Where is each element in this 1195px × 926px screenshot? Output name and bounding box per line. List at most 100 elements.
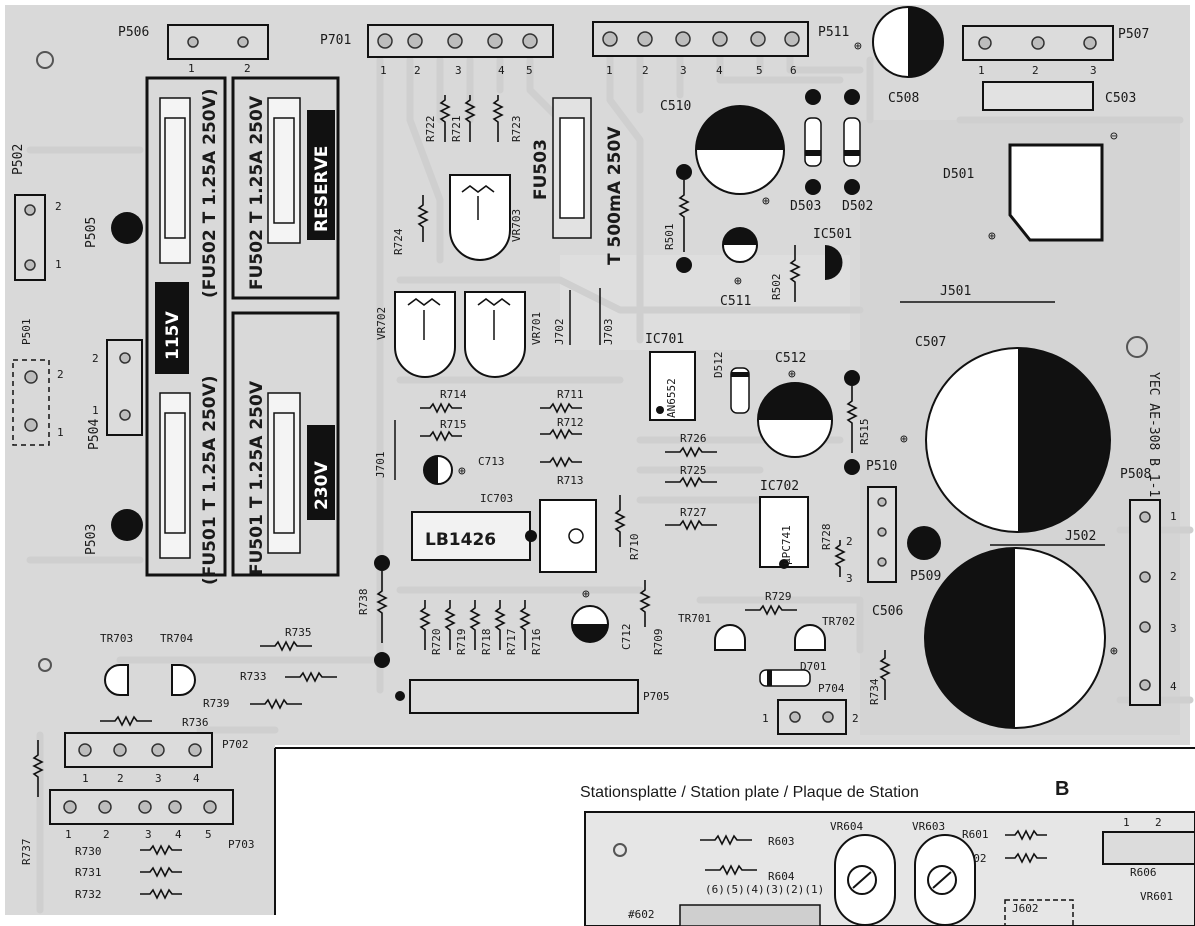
connector-p508: P508 1 2 3 4 — [1120, 467, 1177, 706]
svg-text:FU503: FU503 — [531, 139, 551, 200]
svg-text:R711: R711 — [557, 388, 584, 401]
svg-text:IC701: IC701 — [645, 332, 684, 347]
svg-text:#602: #602 — [628, 908, 655, 921]
svg-text:3: 3 — [1170, 622, 1177, 635]
svg-text:P506: P506 — [118, 25, 149, 40]
svg-text:⊕: ⊕ — [762, 194, 770, 209]
resistor-r737: R737 — [20, 740, 44, 865]
svg-text:3: 3 — [846, 572, 853, 585]
svg-text:C511: C511 — [720, 294, 751, 309]
svg-text:R734: R734 — [868, 678, 881, 705]
mounting-hole — [38, 658, 52, 672]
resistor-r738: R738 — [357, 555, 390, 668]
svg-text:R722: R722 — [424, 116, 437, 143]
svg-text:J702: J702 — [553, 319, 566, 346]
svg-text:4: 4 — [498, 64, 505, 77]
svg-text:IC703: IC703 — [480, 492, 513, 505]
svg-text:B: B — [1055, 778, 1069, 800]
diode-d701: D701 — [759, 660, 827, 687]
svg-text:C712: C712 — [620, 624, 633, 651]
capacitor-c510: C510 ⊕ — [660, 99, 785, 209]
svg-text:R739: R739 — [203, 697, 230, 710]
svg-text:R732: R732 — [75, 888, 102, 901]
fuse-block-left: 115V (FU502 T 1.25A 250V) (FU501 T 1.25A… — [145, 76, 227, 585]
svg-text:3: 3 — [145, 828, 152, 841]
svg-text:D512: D512 — [712, 352, 725, 379]
svg-text:J602: J602 — [1012, 902, 1039, 915]
svg-text:R603: R603 — [768, 835, 795, 848]
svg-text:⊕: ⊕ — [900, 432, 908, 447]
resistor-r710: R710 — [614, 495, 641, 560]
jumper-j702-j703: J702 J703 — [553, 288, 615, 345]
svg-text:P502: P502 — [11, 144, 26, 175]
svg-text:1: 1 — [978, 64, 985, 77]
mounting-hole — [1126, 336, 1148, 358]
resistor-r713: R713 — [540, 456, 584, 487]
pot-vr702: VR702 — [375, 291, 456, 378]
diode-d512: D512 — [712, 352, 750, 414]
svg-text:P504: P504 — [87, 419, 102, 450]
pad-p505: P505 — [84, 212, 143, 248]
svg-text:3: 3 — [1090, 64, 1097, 77]
svg-text:4: 4 — [1170, 680, 1177, 693]
svg-text:R515: R515 — [858, 419, 871, 446]
svg-text:P501: P501 — [20, 319, 33, 346]
svg-text:4: 4 — [193, 772, 200, 785]
capacitor-c507: C507 ⊕ — [900, 335, 1111, 533]
svg-text:P507: P507 — [1118, 27, 1149, 42]
svg-text:R712: R712 — [557, 416, 584, 429]
svg-text:4: 4 — [716, 64, 723, 77]
svg-text:IC702: IC702 — [760, 479, 799, 494]
resistor-group-r72x: R722 R721 R723 — [424, 95, 523, 142]
side-label: YEC AE-308 B 1-1 — [1146, 372, 1161, 497]
svg-text:2: 2 — [57, 368, 64, 381]
svg-text:R606: R606 — [1130, 866, 1157, 879]
svg-text:2: 2 — [1155, 816, 1162, 829]
connector-p501: P501 2 1 — [12, 319, 64, 446]
svg-text:1: 1 — [57, 426, 64, 439]
svg-text:6: 6 — [790, 64, 797, 77]
svg-text:R735: R735 — [285, 626, 312, 639]
svg-text:R731: R731 — [75, 866, 102, 879]
connector-p701: P701 1 2 3 4 5 — [320, 24, 554, 77]
svg-text:C508: C508 — [888, 91, 919, 106]
svg-text:⊖: ⊖ — [1110, 129, 1118, 144]
transistor-tr701: TR701 — [678, 612, 746, 651]
resistor-r728: R728 2 3 — [820, 524, 853, 586]
svg-text:VR702: VR702 — [375, 307, 388, 340]
svg-text:⊕: ⊕ — [734, 274, 742, 289]
svg-text:1: 1 — [55, 258, 62, 271]
resistor-r501: R501 — [663, 164, 692, 273]
resistor-r515: R515 — [844, 370, 871, 475]
svg-text:1: 1 — [1170, 510, 1177, 523]
diode-d502: D502 — [842, 89, 873, 214]
svg-text:P705: P705 — [643, 690, 670, 703]
connector-p702: P702 1 2 3 4 — [64, 732, 249, 785]
svg-text:IC501: IC501 — [813, 227, 852, 242]
svg-text:R716: R716 — [530, 629, 543, 656]
pad-p509: P509 — [907, 526, 941, 584]
svg-text:⊕: ⊕ — [988, 229, 996, 244]
capacitor-c512: C512 ⊕ — [757, 351, 833, 458]
svg-text:R714: R714 — [440, 388, 467, 401]
connector-p705: P705 — [395, 679, 670, 714]
svg-text:R723: R723 — [510, 116, 523, 143]
resistor-r724: R724 — [392, 195, 429, 255]
capacitor-j502: J502 ⊕ — [924, 529, 1118, 729]
svg-text:230V: 230V — [312, 461, 332, 510]
station-plate: R603 VR604 VR603 R601 R602 R604 (6)(5)(4… — [584, 811, 1195, 926]
svg-text:VR701: VR701 — [530, 312, 543, 345]
svg-text:TR703: TR703 — [100, 632, 133, 645]
svg-text:D501: D501 — [943, 167, 974, 182]
svg-text:2: 2 — [1032, 64, 1039, 77]
svg-text:1: 1 — [762, 712, 769, 725]
svg-text:R729: R729 — [765, 590, 792, 603]
svg-text:TR704: TR704 — [160, 632, 193, 645]
svg-text:P509: P509 — [910, 569, 941, 584]
svg-text:⊕: ⊕ — [458, 464, 466, 479]
connector-p510: P510 — [866, 459, 897, 583]
svg-text:3: 3 — [155, 772, 162, 785]
svg-text:C510: C510 — [660, 99, 691, 114]
svg-text:1: 1 — [188, 62, 195, 75]
svg-text:1: 1 — [92, 404, 99, 417]
